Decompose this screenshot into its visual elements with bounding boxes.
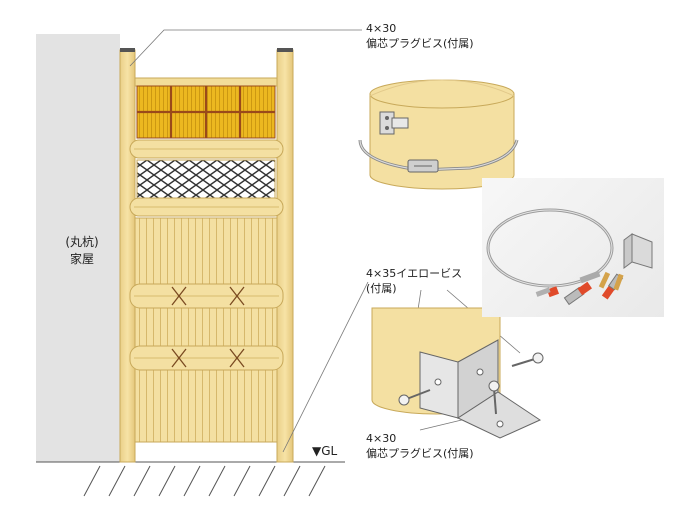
top-screw-label: 4×30 偏芯プラグビス(付属) bbox=[366, 21, 474, 51]
wall-label-line1: (丸杭) bbox=[65, 235, 99, 249]
bottom-screw-size: 4×30 bbox=[366, 432, 397, 445]
ground-level-label: ▼GL bbox=[312, 444, 338, 458]
mid-screw-label: 4×35イエロービス (付属) bbox=[366, 266, 462, 296]
top-screw-name: 偏芯プラグビス(付属) bbox=[366, 37, 474, 50]
mid-screw-size: 4×35イエロービス bbox=[366, 267, 463, 280]
bottom-screw-name: 偏芯プラグビス(付属) bbox=[366, 447, 474, 460]
hardware-photo bbox=[482, 178, 664, 317]
ground-hatch bbox=[36, 461, 345, 497]
bamboo-fence-illustration bbox=[119, 48, 294, 463]
hardware-photo-drawing bbox=[486, 208, 653, 306]
mid-screw-note: (付属) bbox=[366, 282, 397, 295]
wall-label: (丸杭) 家屋 bbox=[58, 234, 106, 268]
top-screw-size: 4×30 bbox=[366, 22, 397, 35]
post-clamp-illustration bbox=[358, 79, 519, 190]
house-wall bbox=[36, 34, 120, 462]
wall-label-line2: 家屋 bbox=[69, 252, 94, 266]
post-bracket-illustration bbox=[371, 307, 544, 439]
bottom-screw-label: 4×30 偏芯プラグビス(付属) bbox=[366, 431, 474, 461]
